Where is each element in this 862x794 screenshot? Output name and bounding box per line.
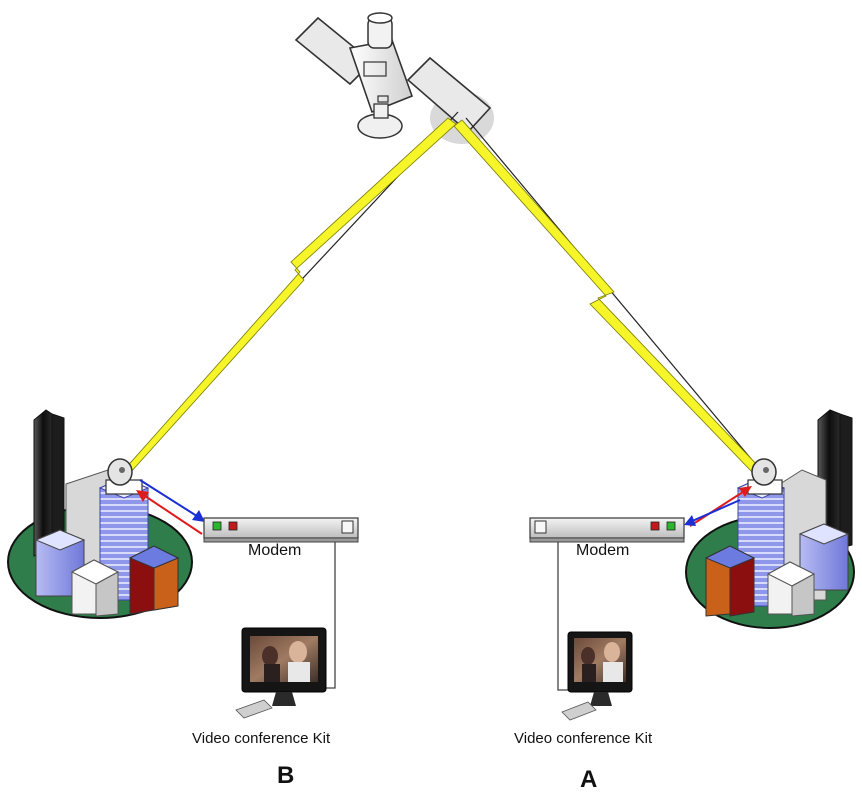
satellite-dish-left	[105, 458, 143, 495]
video-kit-label-left: Video conference Kit	[192, 730, 331, 747]
downlink-arrow-left	[141, 493, 203, 535]
satellite-dish-right	[747, 458, 783, 495]
lightning-right	[453, 119, 761, 475]
link-line-right	[465, 117, 763, 473]
uplink-arrow-left	[139, 479, 201, 519]
uplink-arrow-right	[689, 499, 741, 523]
lightning-left	[123, 117, 457, 474]
site-label-a: A	[580, 766, 598, 793]
video-monitor-right	[561, 631, 633, 721]
modem-label-right: Modem	[576, 542, 630, 559]
video-monitor-left	[235, 627, 327, 719]
downlink-arrow-right	[689, 489, 747, 527]
modem-right	[529, 517, 685, 543]
video-kit-label-right: Video conference Kit	[514, 730, 653, 747]
city-buildings-right	[685, 409, 855, 629]
city-buildings-left	[7, 409, 193, 619]
modem-left	[203, 517, 359, 543]
site-label-b: B	[277, 762, 295, 789]
modem-label-left: Modem	[248, 542, 302, 559]
